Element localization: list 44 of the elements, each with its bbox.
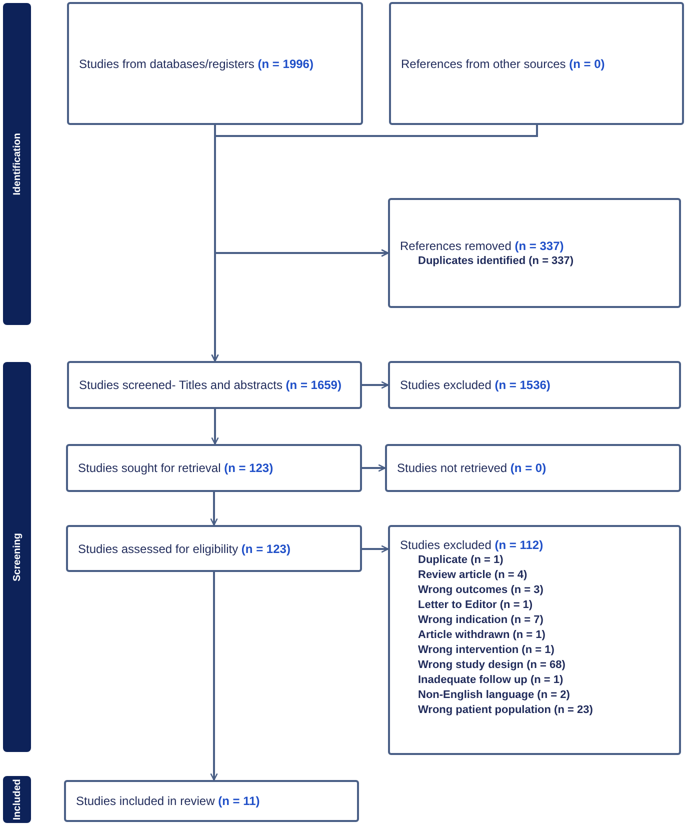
phase-label: Identification [12, 132, 22, 196]
box-text: References removed (n = 337) [400, 238, 565, 254]
process-box [66, 525, 362, 572]
box-text: Studies sought for retrieval (n = 123) [78, 460, 274, 476]
reason-item: Wrong outcomes (n = 3) [418, 583, 544, 598]
process-box [388, 361, 681, 409]
reason-item: Article withdrawn (n = 1) [418, 628, 546, 643]
box-text: Studies from databases/registers (n = 1996) [79, 56, 314, 72]
reason-item: Inadequate follow up (n = 1) [418, 673, 564, 688]
process-box [64, 780, 359, 822]
box-text: Studies assessed for eligibility (n = 123) [78, 540, 292, 556]
box-text: Studies excluded (n = 112) [400, 537, 544, 553]
phase-band [3, 776, 31, 823]
arrow [362, 381, 389, 389]
arrow [210, 492, 218, 526]
reason-item: Letter to Editor (n = 1) [418, 598, 534, 613]
arrow [210, 572, 218, 781]
box-text: Studies not retrieved (n = 0) [397, 460, 548, 476]
reason-item: Wrong intervention (n = 1) [418, 643, 556, 658]
reason-item: Wrong study design (n = 68) [418, 658, 566, 673]
reason-item: Duplicate (n = 1) [418, 553, 504, 568]
reason-item: Duplicates identified (n = 337) [418, 254, 575, 268]
arrow [362, 464, 386, 472]
reason-item: Review article (n = 4) [418, 568, 528, 583]
reason-item: Non-English language (n = 2) [418, 688, 571, 703]
process-box [67, 361, 362, 409]
process-box [389, 2, 684, 125]
process-box [388, 198, 681, 308]
process-box [385, 444, 681, 492]
process-box [66, 444, 362, 492]
process-box [388, 525, 681, 755]
box-text: Studies screened- Titles and abstracts (n = 1659) [79, 377, 342, 393]
phase-label: Included [12, 778, 22, 820]
reason-item: Wrong indication (n = 7) [418, 613, 544, 628]
reason-item: Wrong patient population (n = 23) [418, 703, 594, 718]
phase-label: Screening [12, 532, 22, 582]
phase-band [3, 362, 31, 752]
box-text: References from other sources (n = 0) [401, 56, 606, 72]
box-text: Studies excluded (n = 1536) [400, 377, 552, 393]
phase-band [3, 3, 31, 325]
arrow [211, 409, 219, 445]
arrow [362, 545, 389, 553]
process-box [67, 2, 363, 125]
box-text: Studies included in review (n = 11) [76, 793, 261, 809]
